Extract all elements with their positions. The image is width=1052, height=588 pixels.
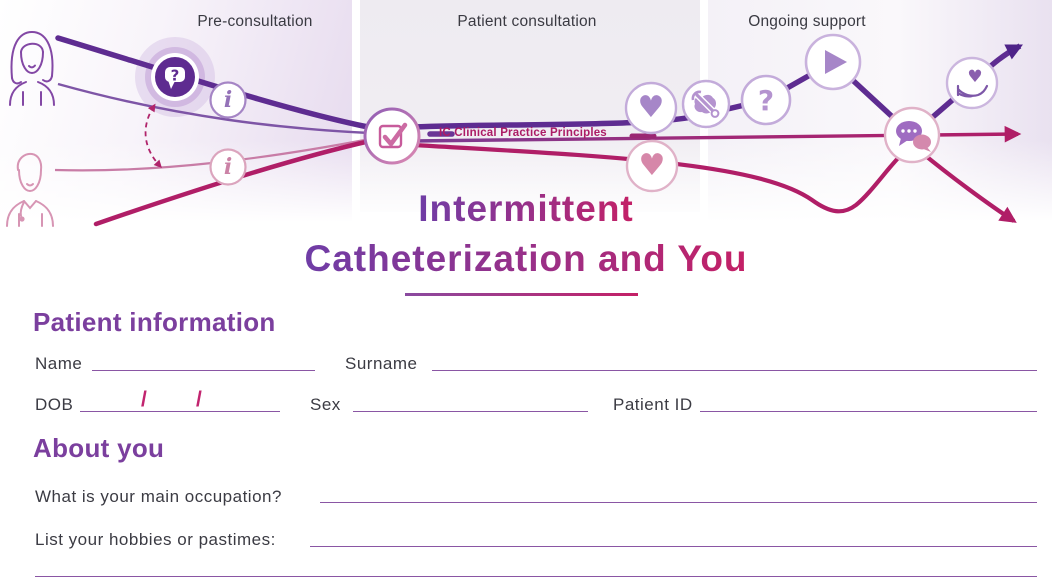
hobbies-label: List your hobbies or pastimes:: [35, 530, 276, 549]
patient-id-input-line[interactable]: [700, 411, 1037, 412]
journey-principles-label: IC Clinical Practice Principles: [439, 127, 607, 139]
about-you-heading: About you: [33, 433, 165, 463]
dob-slash-1: /: [141, 388, 147, 411]
name-input-line[interactable]: [92, 370, 315, 371]
phase-label-pre-consultation: Pre-consultation: [197, 13, 313, 30]
occupation-input-line[interactable]: [320, 502, 1037, 503]
dob-input-line[interactable]: [80, 411, 280, 412]
title-underline: [405, 293, 638, 296]
patient-information-heading: Patient information: [33, 307, 276, 337]
hobbies-input-line[interactable]: [310, 546, 1037, 547]
phase-label-patient-consultation: Patient consultation: [457, 13, 597, 30]
occupation-label: What is your main occupation?: [35, 487, 282, 506]
surname-label: Surname: [345, 354, 418, 373]
page-title: Intermittent Catheterization and You: [0, 184, 1052, 284]
surname-input-line[interactable]: [432, 370, 1037, 371]
page-title-line2: Catheterization and You: [304, 234, 747, 284]
patient-id-label: Patient ID: [613, 395, 693, 414]
dob-label: DOB: [35, 395, 74, 414]
phase-label-ongoing-support: Ongoing support: [748, 13, 866, 30]
name-label: Name: [35, 354, 83, 373]
sex-label: Sex: [310, 395, 341, 414]
page-title-line1: Intermittent: [418, 184, 634, 234]
sex-input-line[interactable]: [353, 411, 588, 412]
hobbies-input-line-2[interactable]: [35, 576, 1037, 577]
dob-slash-2: /: [196, 388, 202, 411]
